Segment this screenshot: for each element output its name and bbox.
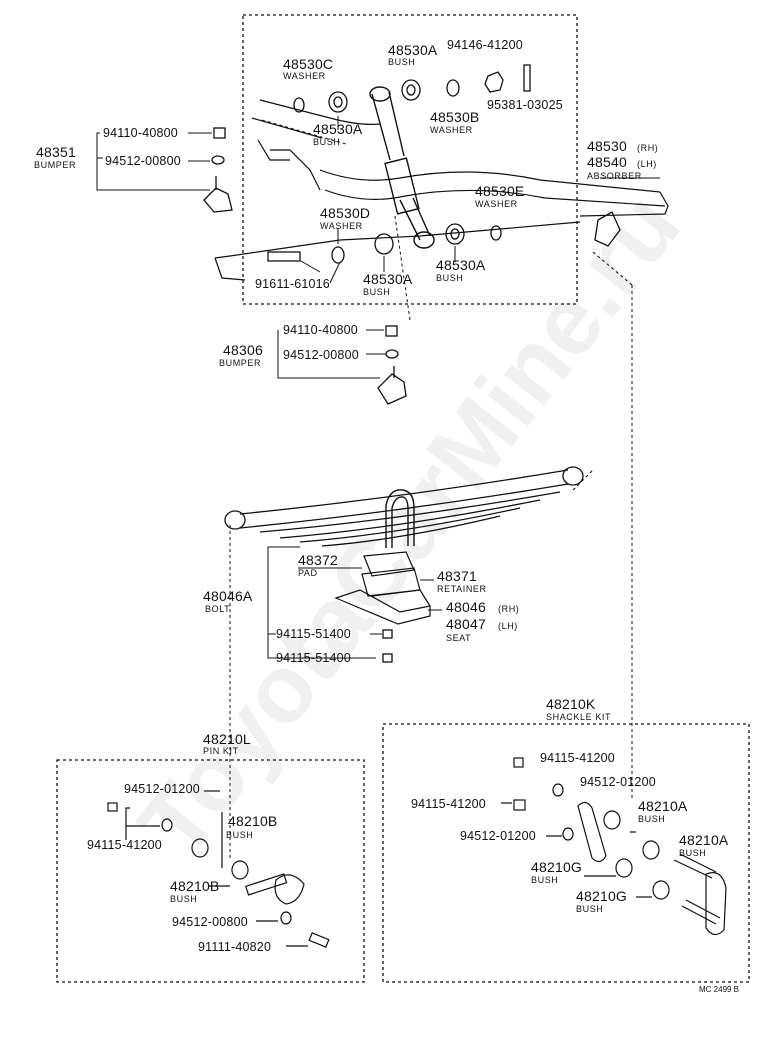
label-sk-48210G-a-sub: BUSH: [531, 875, 559, 885]
label-sk-48210G-a: 48210G: [531, 859, 583, 875]
label-94146: 94146-41200: [447, 38, 523, 52]
label-absorber: ABSORBER: [587, 171, 642, 181]
label-48530A-mid-sub: BUSH: [436, 273, 464, 283]
nut-94115-b: [382, 653, 393, 663]
frame-rail: [214, 99, 669, 281]
label-94512-mid: 94512-00800: [283, 348, 359, 362]
label-48530E: 48530E: [475, 183, 525, 199]
label-48530A-left: 48530A: [313, 121, 363, 137]
label-48371: 48371: [437, 568, 477, 584]
label-48372-sub: PAD: [298, 568, 318, 578]
label-sk-94115-b: 94115-41200: [411, 797, 486, 811]
label-sk-48210A-b-sub: BUSH: [679, 848, 707, 858]
bumper-brackets: [96, 132, 386, 379]
label-sk-48210A-b: 48210A: [679, 832, 729, 848]
shackle-kit-parts: [501, 757, 727, 936]
label-48372: 48372: [298, 552, 338, 568]
label-48210L: 48210L: [203, 731, 251, 747]
label-48530: 48530: [587, 138, 627, 154]
label-48530D-sub: WASHER: [320, 221, 363, 231]
label-48530A-mid: 48530A: [436, 257, 486, 273]
label-pk-94115-41200: 94115-41200: [87, 838, 162, 852]
label-48306: 48306: [223, 342, 263, 358]
label-pk-91111: 91111-40820: [198, 940, 272, 954]
shock-absorber: [369, 86, 435, 249]
nut-94115-a: [382, 629, 393, 639]
label-48530A-bot: 48530A: [363, 271, 413, 287]
label-48047: 48047: [446, 616, 486, 632]
label-pk-94512-01200: 94512-01200: [124, 782, 200, 796]
drawing-code: MC 2499 B: [699, 985, 740, 994]
pin-kit-parts: [107, 790, 330, 948]
label-48530B: 48530B: [430, 109, 480, 125]
spring-seat-assembly: [334, 551, 431, 625]
bumper-48351: [203, 127, 233, 213]
label-94512-top: 94512-00800: [105, 154, 181, 168]
label-pk-48210B-a: 48210B: [228, 813, 278, 829]
label-48351: 48351: [36, 144, 76, 160]
label-95381: 95381-03025: [487, 98, 563, 112]
label-pk-48210B-a-sub: BUSH: [226, 830, 254, 840]
label-48046: 48046: [446, 599, 486, 615]
label-48210K-sub: SHACKLE KIT: [546, 712, 612, 722]
label-48540: 48540: [587, 154, 627, 170]
label-48540-lh: (LH): [637, 159, 657, 169]
label-48530A-left-sub: BUSH: [313, 137, 341, 147]
label-48530E-sub: WASHER: [475, 199, 518, 209]
label-48530B-sub: WASHER: [430, 125, 473, 135]
label-sk-48210G-b: 48210G: [576, 888, 628, 904]
label-48351-sub: BUMPER: [34, 160, 77, 170]
label-48530A-top-sub: BUSH: [388, 57, 416, 67]
label-94110-mid: 94110-40800: [283, 323, 358, 337]
leader-lines: [300, 116, 660, 284]
label-48210K: 48210K: [546, 696, 596, 712]
label-pk-94512-00800: 94512-00800: [172, 915, 248, 929]
label-pk-48210B-b-sub: BUSH: [170, 894, 198, 904]
label-94115-a: 94115-51400: [276, 627, 351, 641]
leaf-spring: [224, 466, 584, 547]
label-48046-rh: (RH): [498, 604, 520, 614]
label-sk-94512-b: 94512-01200: [460, 829, 536, 843]
label-pk-48210B-b: 48210B: [170, 878, 220, 894]
label-48046A: 48046A: [203, 588, 253, 604]
label-48530A-bot-sub: BUSH: [363, 287, 391, 297]
label-sk-48210A-a: 48210A: [638, 798, 688, 814]
label-48306-sub: BUMPER: [219, 358, 262, 368]
top-hardware: [267, 64, 621, 264]
label-48530C: 48530C: [283, 56, 334, 72]
label-48530A-top: 48530A: [388, 42, 438, 58]
label-94110-top: 94110-40800: [103, 126, 178, 140]
label-sk-48210G-b-sub: BUSH: [576, 904, 604, 914]
shackle-kit-box: [382, 723, 750, 983]
label-48210L-sub: PIN KIT: [203, 746, 239, 756]
label-91611: 91611-61016: [255, 277, 330, 291]
label-48530D: 48530D: [320, 205, 371, 221]
bumper-48306: [377, 325, 407, 405]
label-sk-48210A-a-sub: BUSH: [638, 814, 666, 824]
label-48371-sub: RETAINER: [437, 584, 487, 594]
label-sk-94115-a: 94115-41200: [540, 751, 615, 765]
u-bolt: [385, 489, 415, 548]
label-48530C-sub: WASHER: [283, 71, 326, 81]
label-94115-b: 94115-51400: [276, 651, 351, 665]
label-48047-lh: (LH): [498, 621, 518, 631]
label-48046A-sub: BOLT: [205, 604, 231, 614]
label-48530-rh: (RH): [637, 143, 659, 153]
leader-lines-dashed: [229, 119, 633, 860]
label-seat: SEAT: [446, 633, 472, 643]
spring-brackets: [267, 546, 442, 659]
label-sk-94512-a: 94512-01200: [580, 775, 656, 789]
